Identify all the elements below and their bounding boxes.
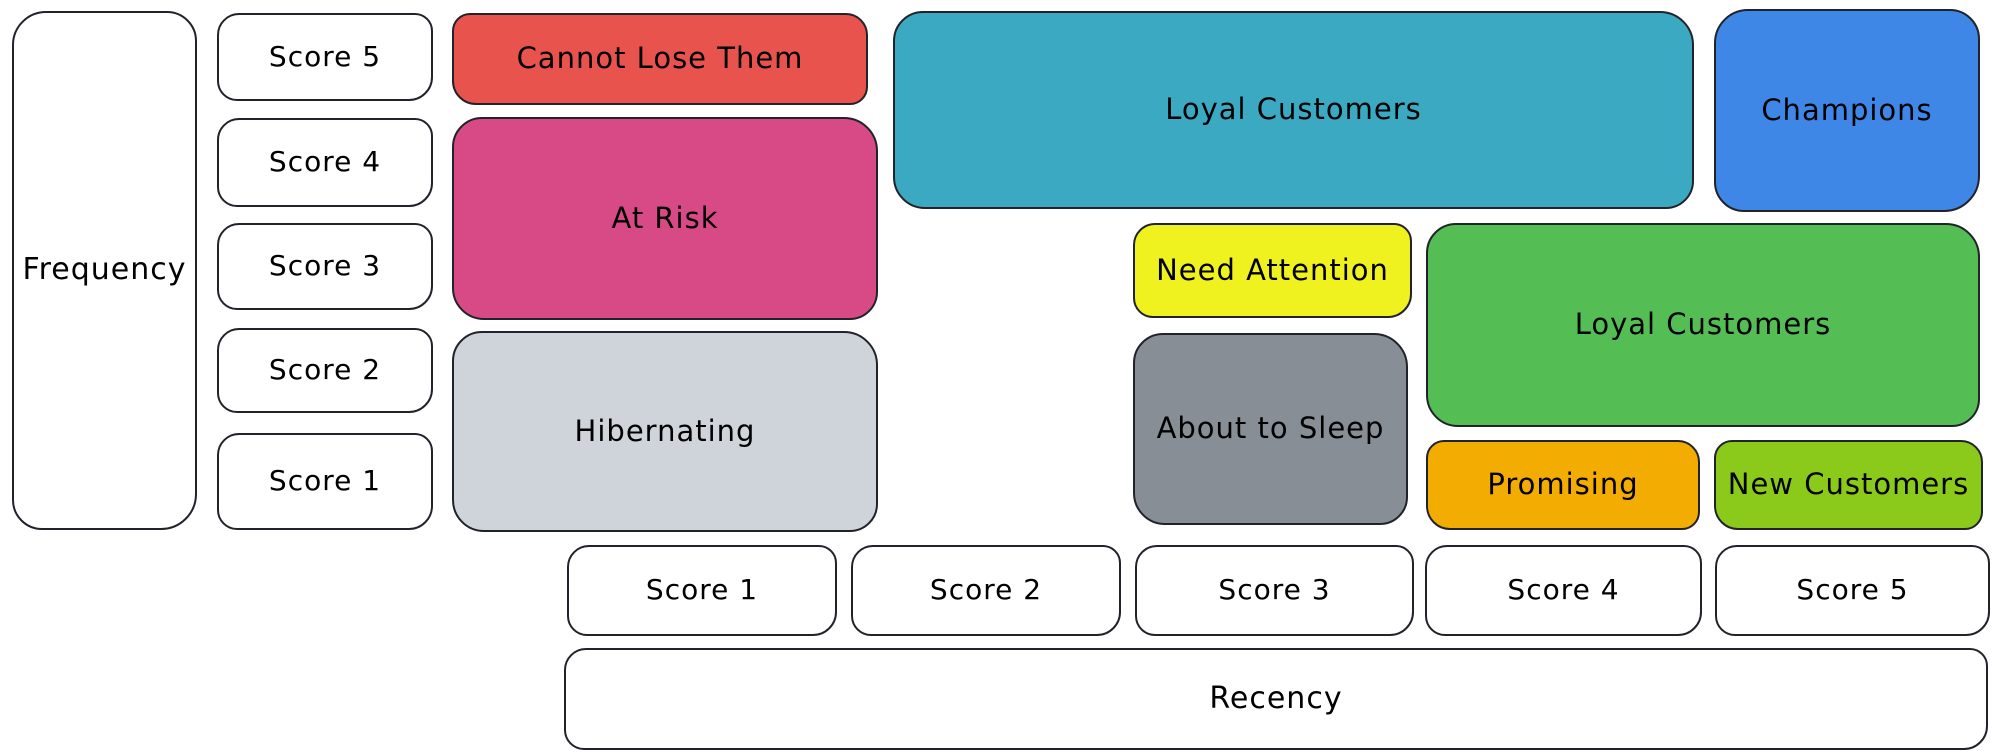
frequency-axis-label: Frequency bbox=[22, 252, 187, 288]
segment-hibernating: Hibernating bbox=[452, 331, 878, 532]
frequency-axis-box: Frequency bbox=[12, 11, 197, 530]
segment-champions-label: Champions bbox=[1761, 92, 1933, 127]
frequency-score-4: Score 4 bbox=[217, 118, 433, 207]
segment-need-attention-label: Need Attention bbox=[1156, 252, 1389, 287]
segment-about-to-sleep-label: About to Sleep bbox=[1156, 411, 1385, 446]
recency-score-4-label: Score 4 bbox=[1507, 573, 1620, 607]
frequency-score-3-label: Score 3 bbox=[268, 249, 382, 283]
recency-score-5-label: Score 5 bbox=[1796, 573, 1909, 607]
frequency-score-5-label: Score 5 bbox=[268, 39, 382, 73]
segment-need-attention: Need Attention bbox=[1133, 223, 1412, 318]
segment-new-customers: New Customers bbox=[1714, 440, 1983, 530]
segment-cannot-lose-them-label: Cannot Lose Them bbox=[516, 41, 804, 76]
frequency-score-1: Score 1 bbox=[217, 433, 433, 530]
frequency-score-2-label: Score 2 bbox=[268, 353, 382, 387]
frequency-score-1-label: Score 1 bbox=[268, 464, 382, 498]
frequency-score-5: Score 5 bbox=[217, 13, 433, 101]
segment-at-risk: At Risk bbox=[452, 117, 878, 320]
recency-score-4: Score 4 bbox=[1425, 545, 1702, 636]
frequency-score-4-label: Score 4 bbox=[268, 145, 382, 179]
recency-score-5: Score 5 bbox=[1715, 545, 1990, 636]
segment-about-to-sleep: About to Sleep bbox=[1133, 333, 1408, 525]
recency-score-1-label: Score 1 bbox=[645, 573, 759, 607]
segment-promising: Promising bbox=[1426, 440, 1700, 530]
frequency-score-3: Score 3 bbox=[217, 223, 433, 310]
segment-loyal-customers: Loyal Customers bbox=[1426, 223, 1980, 427]
recency-axis-label: Recency bbox=[1209, 680, 1343, 716]
recency-score-3-label: Score 3 bbox=[1218, 573, 1331, 607]
recency-score-3: Score 3 bbox=[1135, 545, 1414, 636]
recency-score-2-label: Score 2 bbox=[929, 573, 1043, 607]
recency-score-1: Score 1 bbox=[567, 545, 837, 636]
segment-new-customers-label: New Customers bbox=[1727, 467, 1970, 502]
recency-axis-box: Recency bbox=[564, 648, 1988, 750]
segment-hibernating-label: Hibernating bbox=[574, 413, 756, 448]
segment-promising-label: Promising bbox=[1487, 467, 1639, 502]
segment-at-risk-label: At Risk bbox=[611, 200, 719, 235]
segment-loyal-customers-label: Loyal Customers bbox=[1574, 307, 1832, 342]
segment-cannot-lose-them: Cannot Lose Them bbox=[452, 13, 868, 105]
segment-loyal-customers-top: Loyal Customers bbox=[893, 11, 1694, 209]
segment-loyal-customers-top-label: Loyal Customers bbox=[1165, 92, 1422, 127]
segment-champions: Champions bbox=[1714, 9, 1980, 212]
recency-score-2: Score 2 bbox=[851, 545, 1121, 636]
frequency-score-2: Score 2 bbox=[217, 328, 433, 413]
